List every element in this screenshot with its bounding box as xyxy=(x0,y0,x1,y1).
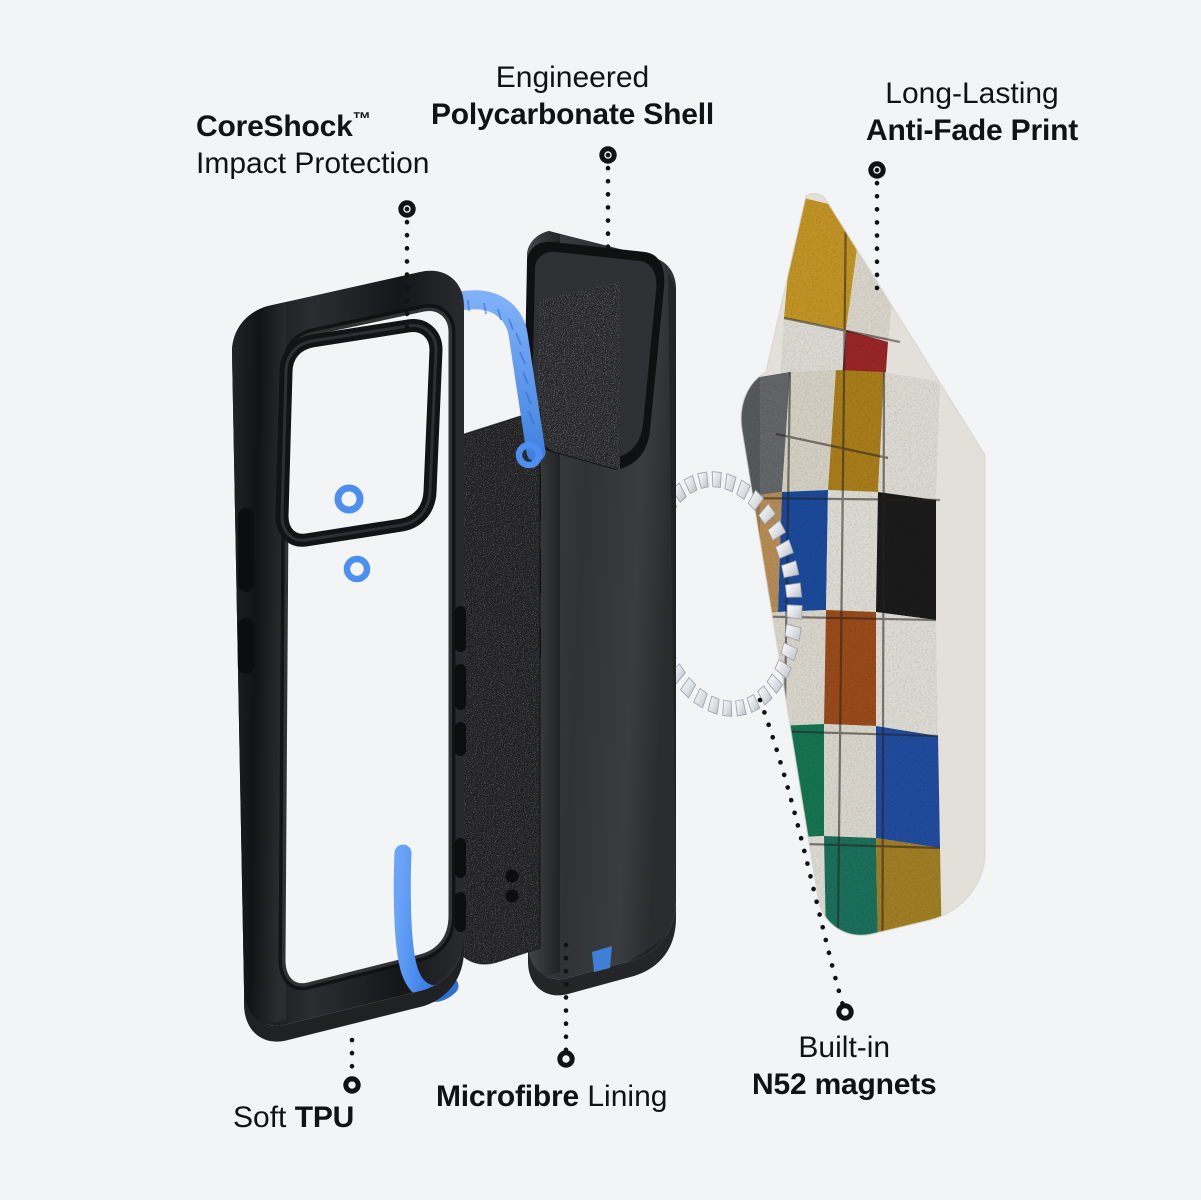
magnet-segment xyxy=(711,471,722,488)
magnet-segment xyxy=(683,474,698,495)
magnet-segment xyxy=(693,687,708,709)
label-antifade-line2: Anti-Fade Print xyxy=(866,113,1078,147)
polycarbonate-shell-group xyxy=(524,231,676,996)
tpu-camera-ring xyxy=(275,319,443,547)
label-coreshock: CoreShock™ Impact Protection xyxy=(196,108,429,182)
label-tpu-regular: Soft xyxy=(233,1101,295,1134)
print-panel-group xyxy=(740,193,986,936)
magnet-segment xyxy=(679,676,697,699)
magnet-segment xyxy=(735,699,747,717)
tpu-window xyxy=(282,307,452,987)
magnet-segment xyxy=(747,489,765,512)
label-microfibre-regular: Lining xyxy=(579,1080,668,1113)
label-tpu-bold: TPU xyxy=(294,1101,355,1134)
microfibre-lining-group xyxy=(451,409,541,965)
label-coreshock-line1: CoreShock™ xyxy=(196,108,372,143)
magnet-segment xyxy=(786,604,803,620)
magnet-segment xyxy=(707,695,720,715)
label-polycarbonate-line2: Polycarbonate Shell xyxy=(431,97,714,131)
magnet-segment xyxy=(775,539,794,559)
magnet-segment xyxy=(722,700,733,717)
magnet-segment xyxy=(724,473,737,493)
magnet-segment xyxy=(757,685,773,706)
label-soft-tpu: Soft TPU xyxy=(233,1100,354,1137)
magnet-segment xyxy=(774,658,792,680)
label-n52-line1: Built-in xyxy=(798,1031,891,1064)
magnet-segment xyxy=(766,673,784,695)
tpu-bumper-group xyxy=(232,270,546,1042)
label-microfibre-bold: Microfibre xyxy=(436,1080,580,1113)
magnet-segment xyxy=(780,642,799,662)
tpu-side-buttons xyxy=(238,508,254,674)
trademark-symbol: ™ xyxy=(352,108,372,129)
magnet-segment xyxy=(736,479,751,501)
label-coreshock-line2: Impact Protection xyxy=(196,146,430,180)
magnet-segment xyxy=(767,519,787,541)
label-n52-line2: N52 magnets xyxy=(752,1067,937,1101)
label-polycarbonate-shell: Engineered Polycarbonate Shell xyxy=(431,60,714,133)
shell-blue-nub xyxy=(592,946,612,972)
label-n52-magnets: Built-in N52 magnets xyxy=(752,1030,937,1103)
magnet-segment xyxy=(781,560,800,579)
magnet-segment xyxy=(784,623,802,642)
tpu-port-cutouts xyxy=(455,606,519,932)
magnet-segment xyxy=(746,693,761,714)
label-polycarbonate-line1: Engineered xyxy=(495,61,650,94)
camera-cutout xyxy=(524,241,665,470)
label-antifade-line1: Long-Lasting xyxy=(885,77,1059,110)
magnet-segment xyxy=(758,503,776,525)
magnet-segment xyxy=(784,582,803,598)
tpu-lens-grommets xyxy=(334,441,543,583)
label-microfibre-lining: Microfibre Lining xyxy=(436,1079,667,1116)
magnet-segment xyxy=(697,471,709,489)
label-anti-fade-print: Long-Lasting Anti-Fade Print xyxy=(866,76,1078,149)
